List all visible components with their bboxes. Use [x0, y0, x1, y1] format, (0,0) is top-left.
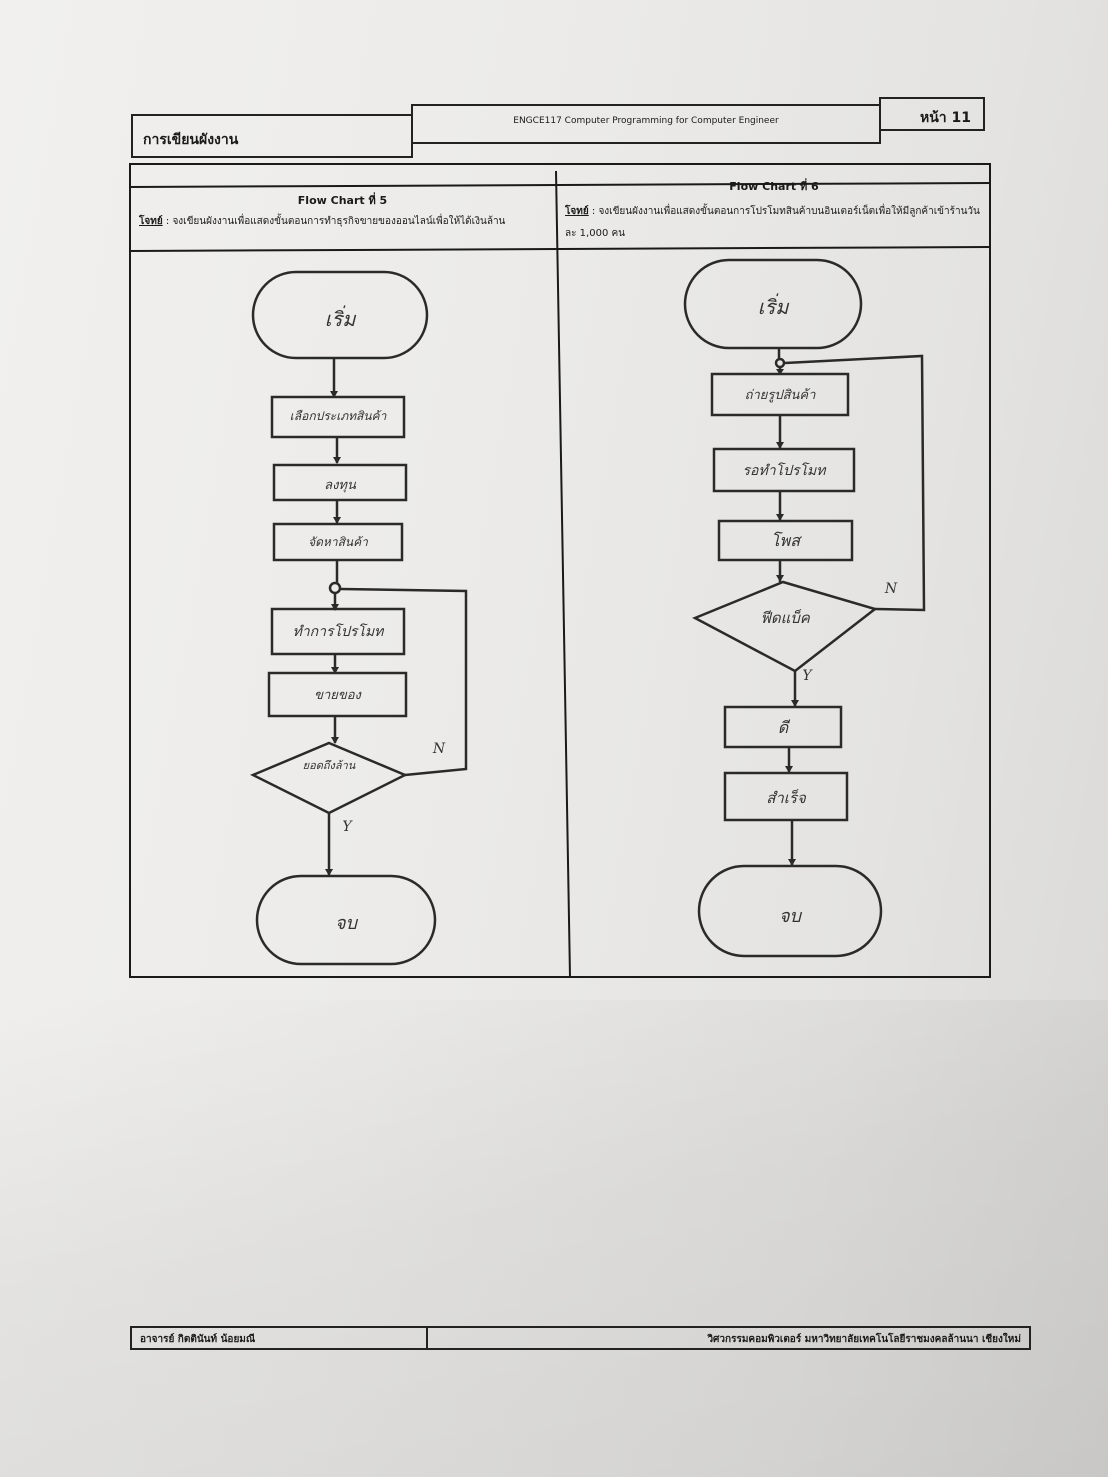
chart5-step-4-label: ทำการโปรโมท — [292, 624, 384, 640]
chart5-no-label: N — [432, 741, 446, 757]
chart5-step-1-label: เลือกประเภทสินค้า — [289, 409, 387, 423]
chart6-flowchart — [683, 258, 926, 958]
chart6-step-1-label: ถ่ายรูปสินค้า — [744, 388, 816, 403]
chart6-after-step-1-box — [723, 705, 843, 749]
chart5-task: โจทย์ : จงเขียนผังงานเพื่อแสดงขั้นตอนการ… — [139, 211, 549, 233]
chart5-step-2-box — [272, 463, 408, 502]
chart6-connector — [774, 357, 786, 369]
chart5-step-3-box — [272, 522, 404, 562]
department-name: วิศวกรรมคอมพิวเตอร์ มหาวิทยาลัยเทคโนโลยี… — [707, 1334, 1021, 1345]
chart5-step-4-box — [270, 607, 406, 656]
paper-shadow — [0, 1000, 1108, 1477]
page-number: หน้า 11 — [919, 110, 971, 126]
chart6-after-step-2-box — [723, 771, 849, 822]
chart5-end-terminal — [255, 874, 437, 966]
chart5-heading: Flow Chart ที่ 5 — [297, 194, 388, 207]
flowchart-table: Flow Chart ที่ 5 Flow Chart ที่ 6 โจทย์ … — [129, 163, 991, 978]
chart6-task-sep: : — [591, 206, 596, 217]
chart5-task-text: จงเขียนผังงานเพื่อแสดงขั้นตอนการทำธุรกิจ… — [172, 216, 506, 227]
chart5-end-label: จบ — [335, 913, 357, 934]
chart5-step-3-label: จัดหาสินค้า — [308, 535, 368, 549]
chart6-no-label: N — [884, 581, 898, 597]
instructor-cell: อาจารย์ กิตตินันท์ น้อยมณี — [130, 1326, 428, 1350]
chart6-start-label: เริ่ม — [757, 295, 789, 319]
section-title-cell: การเขียนผังงาน — [131, 114, 413, 158]
chart6-start-terminal — [683, 258, 863, 350]
instructor-name: อาจารย์ กิตตินันท์ น้อยมณี — [140, 1334, 256, 1345]
chart6-end-label: จบ — [779, 906, 801, 927]
page-number-cell: หน้า 11 — [879, 97, 985, 131]
chart5-start-terminal — [251, 270, 429, 360]
chart6-step-3-label: โพส — [771, 531, 800, 550]
chart6-after-step-2-label: สำเร็จ — [766, 789, 806, 807]
table-frame — [129, 163, 991, 978]
chart6-task-label: โจทย์ — [565, 206, 589, 217]
chart5-step-5-label: ขายของ — [314, 688, 361, 703]
chart6-after-step-1-label: ดี — [777, 718, 789, 737]
chart5-step-2-label: ลงทุน — [324, 478, 356, 493]
chart6-step-3-box — [717, 519, 854, 562]
chart6-yes-label: Y — [802, 668, 812, 684]
chart5-task-sep: : — [165, 216, 170, 227]
chart5-step-1-box — [270, 395, 406, 439]
chart5-decision-label: ยอดถึงล้าน — [302, 759, 356, 772]
chart5-task-label: โจทย์ — [139, 216, 163, 227]
chart6-end-terminal — [697, 864, 883, 958]
chart6-task: โจทย์ : จงเขียนผังงานเพื่อแสดงขั้นตอนการ… — [565, 201, 985, 245]
chart5-flowchart — [250, 270, 468, 966]
department-cell: วิศวกรรมคอมพิวเตอร์ มหาวิทยาลัยเทคโนโลยี… — [426, 1326, 1031, 1350]
chart6-heading: Flow Chart ที่ 6 — [729, 180, 819, 193]
chart6-task-text: จงเขียนผังงานเพื่อแสดงขั้นตอนการโปรโมทสิ… — [565, 206, 980, 239]
course-name: ENGCE117 Computer Programming for Comput… — [513, 116, 779, 126]
course-cell: ENGCE117 Computer Programming for Comput… — [411, 104, 881, 144]
chart6-decision-label: ฟีดแบ็ค — [760, 609, 810, 627]
chart5-step-5-box — [267, 671, 408, 718]
chart6-step-2-box — [712, 447, 856, 493]
chart5-start-label: เริ่ม — [324, 307, 356, 331]
section-title: การเขียนผังงาน — [143, 132, 239, 148]
chart5-yes-label: Y — [342, 819, 352, 835]
chart6-step-2-label: รอทำโปรโมท — [742, 463, 826, 479]
